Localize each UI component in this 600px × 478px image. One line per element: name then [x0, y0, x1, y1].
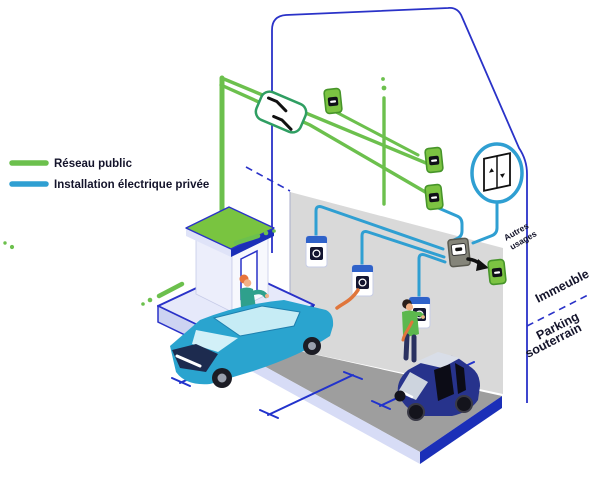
- woman-hand: [265, 294, 269, 298]
- public-line-2: [219, 83, 429, 195]
- cable-dot: [141, 302, 145, 306]
- label-parking-souterrain: Parking souterrain: [523, 309, 584, 360]
- charging-cable-1: [335, 288, 360, 310]
- switch-glyph: [272, 114, 293, 131]
- car-windows: [212, 305, 301, 337]
- switch-glyph: [266, 96, 288, 113]
- microcar-wheel: [455, 395, 473, 413]
- underground-cable-dashes-left: [3, 241, 185, 306]
- ev-car: [170, 300, 334, 388]
- riser-dot: [381, 77, 385, 81]
- main-breaker-dash: [455, 247, 463, 252]
- elevator-icon: [483, 152, 511, 192]
- legend-label-public: Réseau public: [54, 158, 133, 170]
- cable-dot: [147, 297, 153, 303]
- woman-face: [243, 279, 252, 287]
- private-wire-elevator: [471, 200, 499, 245]
- cable-dot: [263, 230, 269, 236]
- switch-arrow-head: [476, 259, 489, 271]
- private-installation-wires: [314, 200, 499, 299]
- electric-meter-icon-4: [487, 258, 507, 286]
- man-leg: [403, 333, 410, 361]
- man-hand: [421, 315, 425, 319]
- private-wire-charger-2: [360, 230, 446, 267]
- label-autres-usages: Autres usages: [502, 220, 539, 251]
- cable-dash: [156, 281, 185, 299]
- ev-microcar: [394, 352, 480, 421]
- riser-dot: [381, 85, 387, 91]
- microcar-window: [434, 364, 454, 401]
- microcar-window: [455, 363, 466, 394]
- car-front: [172, 344, 218, 372]
- microcar-wheel: [394, 390, 406, 402]
- meter-branch-line: [334, 110, 420, 157]
- label-immeuble: Immeuble: [533, 267, 591, 306]
- electric-meter-icon-1: [323, 87, 343, 115]
- private-wire-meter: [434, 205, 464, 244]
- charging-cable-2: [401, 320, 414, 342]
- public-network-lines: [219, 77, 429, 206]
- building-outline: [271, 7, 528, 403]
- car-wheel-hub: [308, 342, 316, 350]
- floor-edge-navy: [420, 396, 502, 464]
- disconnect-switch-body: [254, 90, 308, 134]
- disconnect-switch-icon: [254, 90, 308, 134]
- cable-dot: [9, 244, 15, 250]
- car-windshield: [192, 330, 238, 352]
- ev-charger-station-1: [305, 235, 328, 268]
- man-face: [405, 303, 414, 311]
- cable-dot: [3, 241, 7, 245]
- legend: Réseau public Installation électrique pr…: [9, 158, 209, 191]
- cable-dot: [272, 229, 276, 233]
- legend-label-private: Installation électrique privée: [54, 179, 209, 191]
- microcar-wheel: [407, 403, 425, 421]
- underground-cable-dashes-right: [233, 229, 276, 246]
- electric-meters: [323, 87, 507, 286]
- ev-charger-stations: [305, 235, 431, 329]
- cable-dash: [233, 233, 261, 246]
- private-wire-charger-1: [314, 205, 445, 251]
- public-line-1: [222, 77, 428, 165]
- kiosk-roof-edge-right: [231, 228, 274, 257]
- main-breaker-icon: [447, 237, 489, 271]
- electric-meter-icon-2: [424, 146, 444, 174]
- kiosk-roof-edge-left: [186, 228, 231, 257]
- boundary-dash-left: [245, 166, 291, 192]
- elevator-badge: [470, 142, 524, 204]
- car-wheel-hub: [217, 373, 227, 383]
- private-wire-charger-3: [417, 253, 447, 299]
- stall-line: [259, 371, 363, 419]
- car-headlight: [175, 354, 202, 368]
- ev-charger-station-2: [351, 264, 374, 297]
- microcar-roof: [416, 352, 460, 368]
- elevator-down-arrow: [500, 173, 505, 178]
- elevator-up-arrow: [489, 168, 494, 173]
- electric-meter-icon-3: [424, 183, 444, 211]
